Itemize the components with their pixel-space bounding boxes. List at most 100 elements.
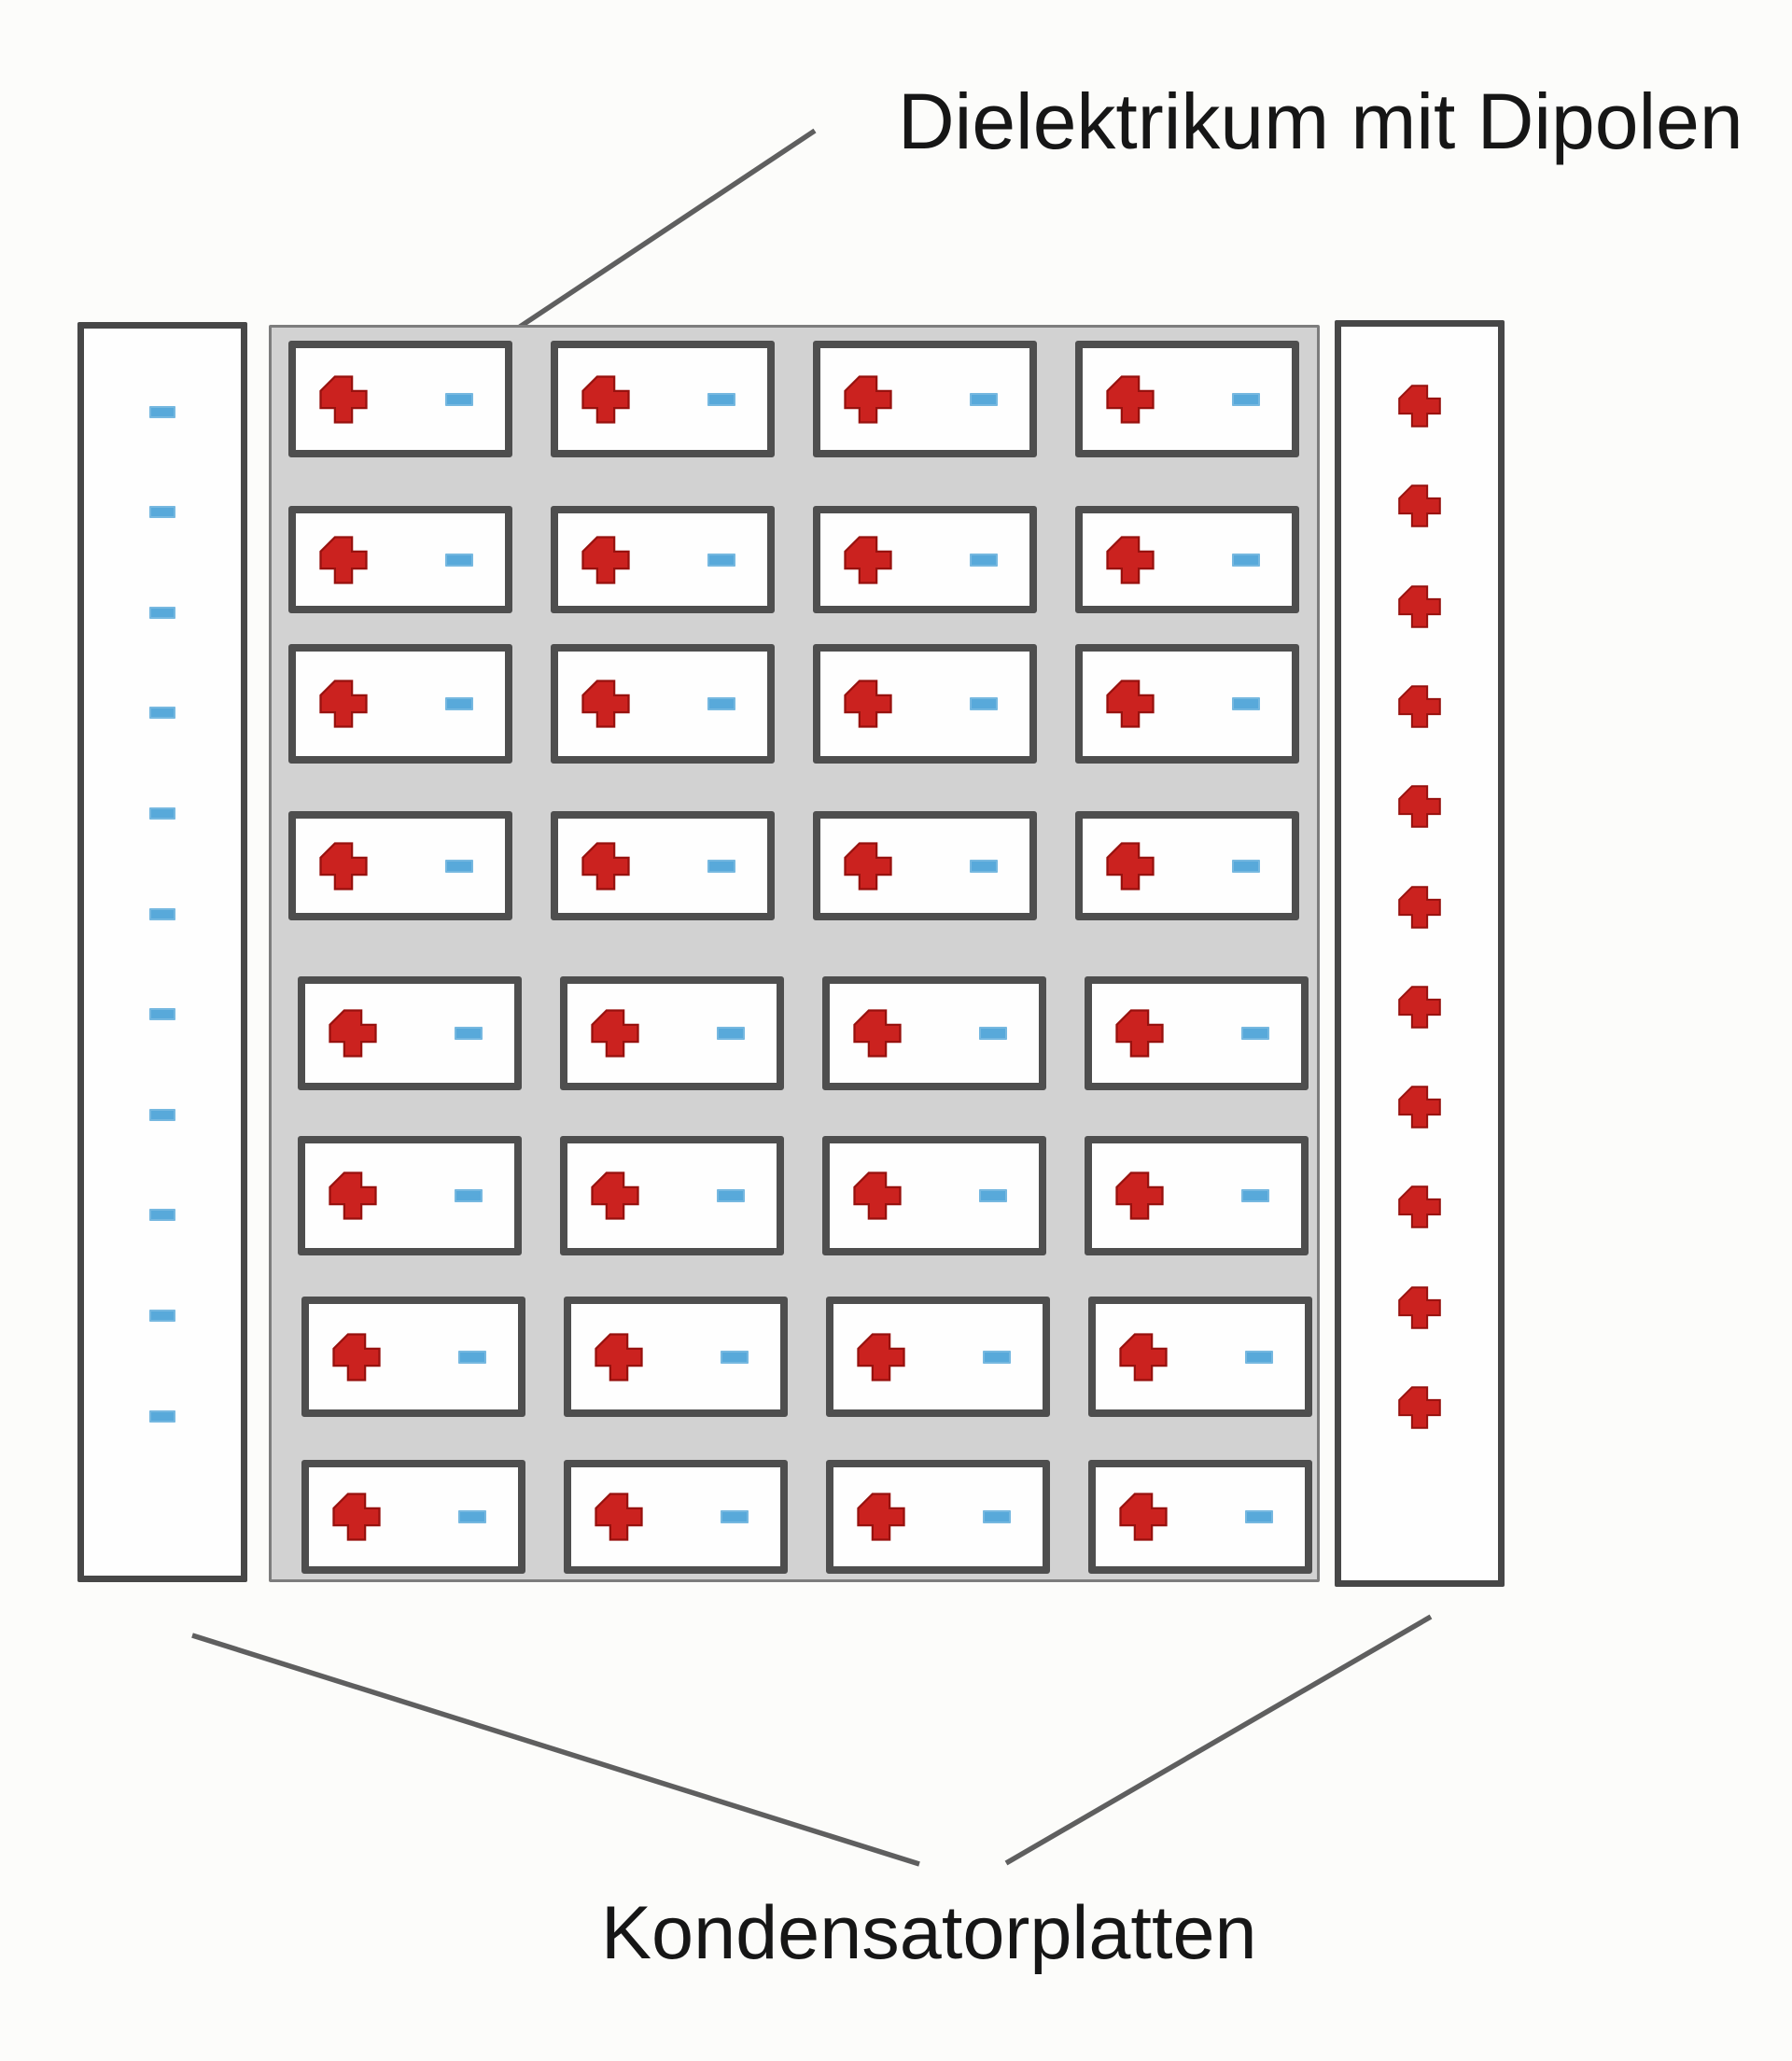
positive-charge-icon [1398,985,1441,1029]
positive-charge-icon [332,1332,381,1381]
dipole [1075,811,1299,920]
dipole [826,1297,1050,1417]
positive-charge-icon [1119,1493,1168,1541]
positive-charge-icon [1398,1185,1441,1229]
negative-charge-icon [983,1510,1011,1523]
negative-charge-icon [445,697,473,710]
negative-charge-icon [149,1108,175,1121]
positive-charge-icon [319,535,368,584]
negative-charge-icon [1232,859,1260,873]
positive-charge-icon [1106,680,1155,728]
negative-charge-icon [149,506,175,519]
capacitor-plate-right [1335,320,1505,1587]
negative-charge-icon [458,1510,486,1523]
negative-charge-icon [707,697,735,710]
negative-charge-icon [970,553,998,567]
dipole [1075,341,1299,457]
negative-charge-icon [149,907,175,920]
negative-charge-icon [970,392,998,406]
positive-charge-icon [1398,885,1441,929]
positive-charge-icon [1106,535,1155,584]
negative-charge-icon [717,1027,745,1040]
negative-charge-icon [1245,1350,1273,1364]
negative-charge-icon [970,697,998,710]
negative-charge-icon [707,859,735,873]
positive-charge-icon [595,1493,643,1541]
positive-charge-icon [581,535,630,584]
positive-charge-icon [1115,1009,1164,1058]
positive-charge-icon [1398,1285,1441,1329]
negative-charge-icon [1245,1510,1273,1523]
positive-charge-icon [853,1009,902,1058]
positive-charge-icon [1119,1332,1168,1381]
dipole [564,1297,788,1417]
negative-charge-icon [1232,553,1260,567]
positive-charge-icon [857,1493,905,1541]
dipole [560,1136,784,1255]
positive-charge-icon [1398,484,1441,528]
dipole [298,976,522,1090]
positive-charge-icon [595,1332,643,1381]
positive-charge-icon [844,841,892,890]
negative-charge-icon [149,1309,175,1322]
positive-charge-icon [329,1171,377,1220]
right-plate-label-line [1004,1614,1433,1866]
dielectric-label-line [518,128,817,329]
negative-charge-icon [455,1027,483,1040]
dipole [813,644,1037,764]
dipole [826,1460,1050,1574]
negative-charge-icon [455,1189,483,1202]
negative-charge-icon [1232,697,1260,710]
dipole [1075,506,1299,613]
dipole [288,506,512,613]
dipole [813,341,1037,457]
negative-charge-icon [721,1510,749,1523]
dipole [551,644,775,764]
negative-charge-icon [458,1350,486,1364]
positive-charge-icon [857,1332,905,1381]
dipole [1085,976,1309,1090]
dipole [1088,1460,1312,1574]
left-plate-label-line [191,1633,920,1867]
dipole [1088,1297,1312,1417]
positive-charge-icon [844,680,892,728]
negative-charge-icon [1241,1027,1269,1040]
dipole [301,1460,525,1574]
negative-charge-icon [149,1209,175,1222]
dipole [551,506,775,613]
dipole [288,811,512,920]
negative-charge-icon [149,806,175,820]
negative-charge-icon [149,1409,175,1423]
positive-charge-icon [1398,1086,1441,1129]
negative-charge-icon [1241,1189,1269,1202]
negative-charge-icon [445,392,473,406]
negative-charge-icon [149,1008,175,1021]
dipole [813,506,1037,613]
dipole [551,811,775,920]
positive-charge-icon [581,680,630,728]
dipole [551,341,775,457]
positive-charge-icon [319,841,368,890]
negative-charge-icon [721,1350,749,1364]
positive-charge-icon [319,680,368,728]
negative-charge-icon [979,1189,1007,1202]
negative-charge-icon [1232,392,1260,406]
positive-charge-icon [844,535,892,584]
dipole [822,976,1046,1090]
negative-charge-icon [979,1027,1007,1040]
positive-charge-icon [853,1171,902,1220]
negative-charge-icon [149,405,175,418]
dielectric-label: Dielektrikum mit Dipolen [898,77,1743,165]
negative-charge-icon [149,606,175,619]
dipole [288,341,512,457]
positive-charge-icon [329,1009,377,1058]
negative-charge-icon [983,1350,1011,1364]
dipole [560,976,784,1090]
capacitor-plates-label: Kondensatorplatten [601,1891,1257,1975]
negative-charge-icon [717,1189,745,1202]
dipole [1085,1136,1309,1255]
dipole [813,811,1037,920]
positive-charge-icon [332,1493,381,1541]
negative-charge-icon [149,707,175,720]
